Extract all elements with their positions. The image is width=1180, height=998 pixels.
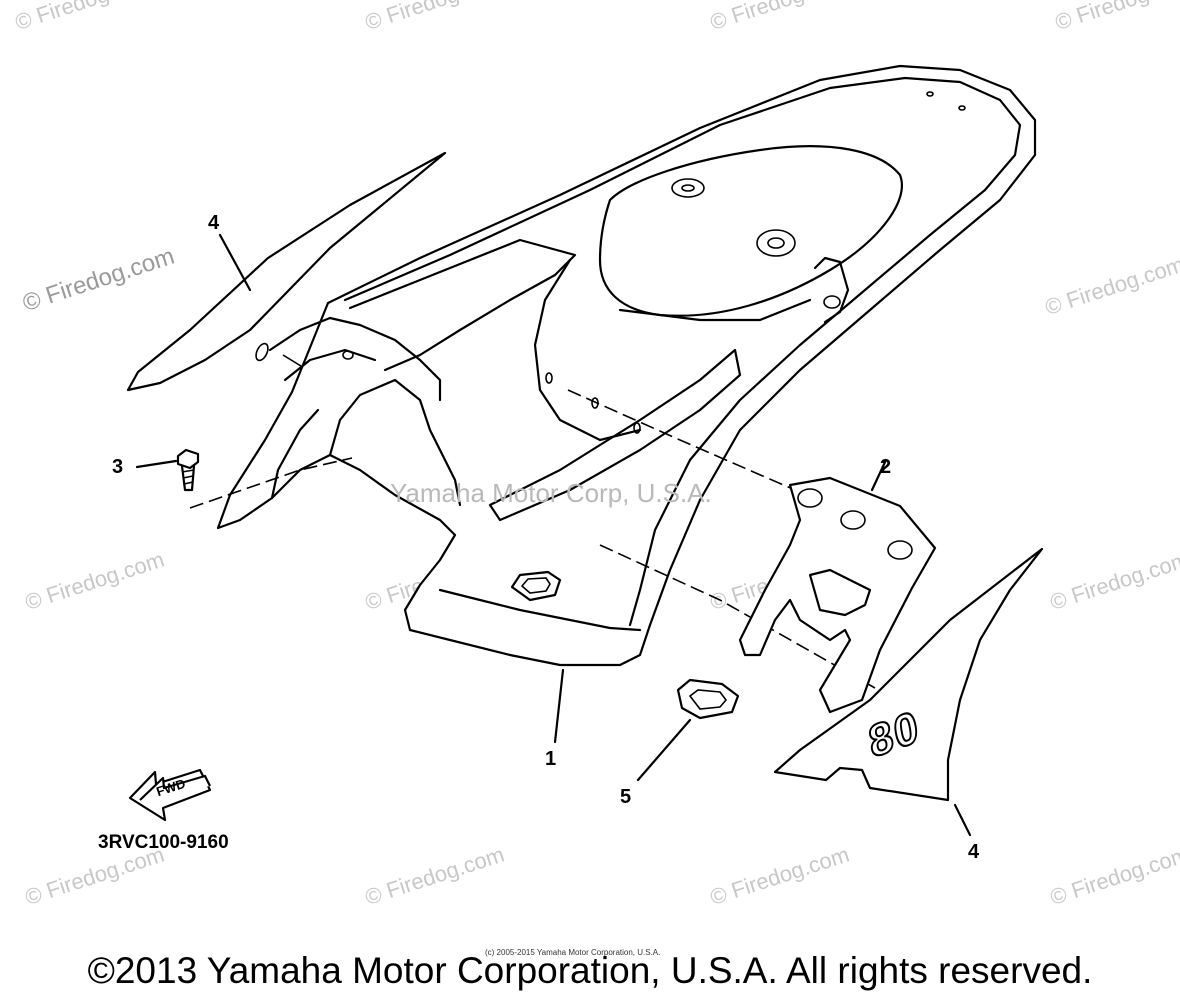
center-watermark: Yamaha Motor Corp, U.S.A.: [390, 478, 712, 508]
side-cover-right: [773, 547, 1044, 837]
callout-part-4-right: 4: [968, 841, 980, 863]
callout-part-5: 5: [620, 786, 632, 808]
copyright-notice: ©2013 Yamaha Motor Corporation, U.S.A. A…: [87, 950, 1093, 991]
callout-part-2: 2: [880, 456, 892, 478]
grommet: [636, 678, 740, 782]
bolt: [135, 448, 200, 492]
callout-part-3: 3: [112, 456, 124, 478]
rear-fender: [216, 64, 1037, 667]
mud-flap-plate: [738, 458, 937, 714]
part-code: 3RVC100-9160: [98, 832, 229, 853]
tiny-copyright: (c) 2005-2015 Yamaha Motor Corporation, …: [485, 948, 661, 957]
callout-part-4-left: 4: [208, 212, 220, 234]
callout-part-1: 1: [545, 748, 557, 770]
fwd-arrow: [128, 768, 212, 822]
